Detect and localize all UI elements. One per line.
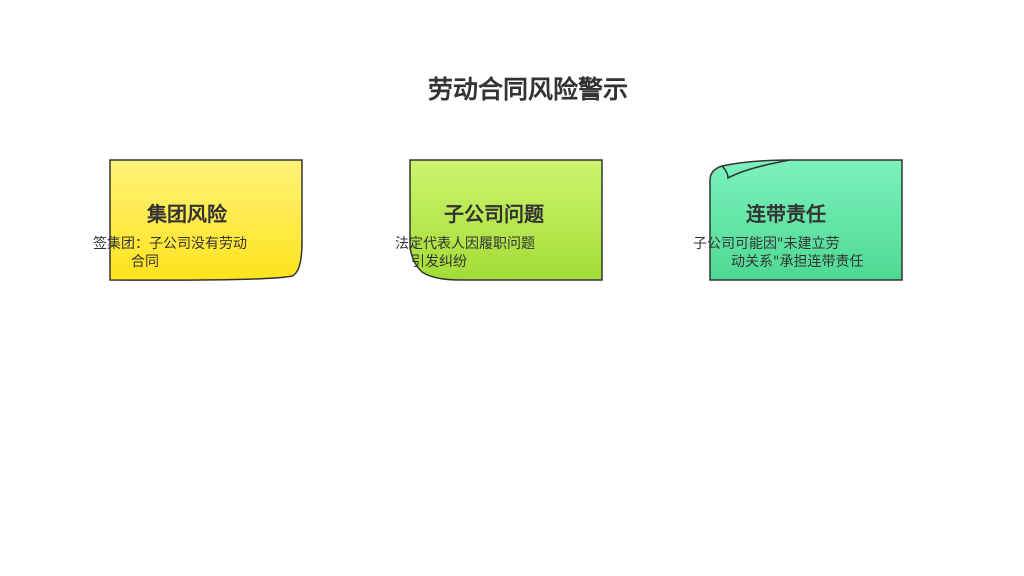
diagram-title: 劳动合同风险警示: [427, 75, 628, 104]
card-joint-liability-text: 子公司可能因"未建立劳 动关系"承担连带责任: [693, 235, 863, 271]
card-joint-liability-text-line2: 动关系"承担连带责任: [731, 254, 864, 270]
card-group-risk-text-line1: 签集团：子公司没有劳动: [93, 236, 247, 252]
card-group-risk-text: 签集团：子公司没有劳动 合同: [93, 235, 247, 271]
card-group-risk-heading: 集团风险: [147, 202, 227, 226]
card-group-risk-text-line2: 合同: [131, 254, 159, 270]
card-subsidiary-issue-heading: 子公司问题: [444, 202, 544, 226]
card-subsidiary-issue-text-line1: 法定代表人因履职问题: [395, 236, 535, 252]
card-joint-liability: 连带责任 子公司可能因"未建立劳 动关系"承担连带责任: [693, 159, 903, 281]
card-group-risk: 集团风险 签集团：子公司没有劳动 合同: [93, 159, 303, 281]
card-subsidiary-issue: 子公司问题 法定代表人因履职问题 引发纠纷: [395, 159, 603, 281]
card-joint-liability-text-line1: 子公司可能因"未建立劳: [693, 236, 840, 252]
card-subsidiary-issue-shape: [409, 159, 603, 281]
card-joint-liability-shape: [709, 159, 903, 281]
card-subsidiary-issue-text: 法定代表人因履职问题 引发纠纷: [395, 235, 535, 271]
card-subsidiary-issue-text-line2: 引发纠纷: [411, 254, 467, 270]
card-group-risk-shape: [109, 159, 303, 281]
card-joint-liability-heading: 连带责任: [746, 202, 826, 226]
